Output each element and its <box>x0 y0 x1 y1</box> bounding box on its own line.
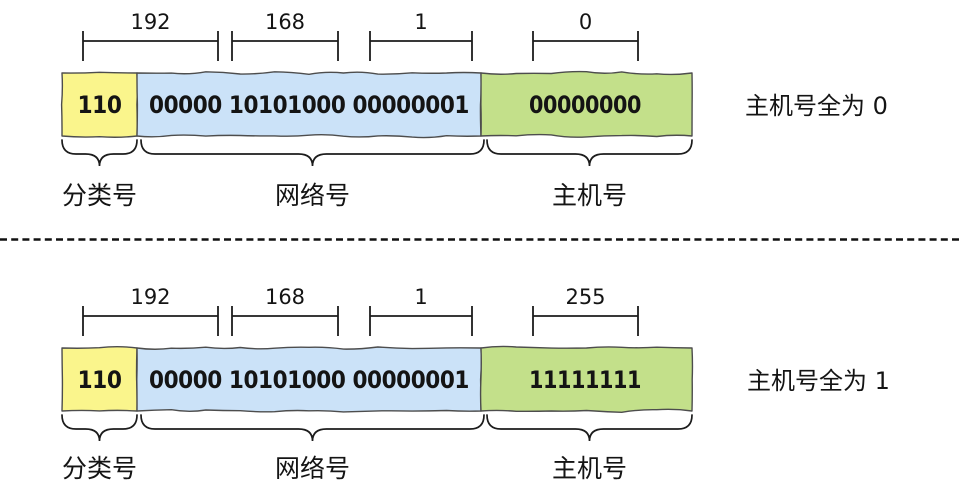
label-class-number: 分类号 <box>62 454 137 483</box>
annotation-host-all-zero: 主机号全为 0 <box>745 92 888 120</box>
network-bits: 00000 10101000 00000001 <box>149 366 469 394</box>
ruler-bracket-192 <box>82 306 219 336</box>
label-host: 主机号 <box>552 181 627 210</box>
ruler-bracket-168 <box>231 306 339 336</box>
brace-host <box>486 414 693 442</box>
ruler-value-1: 1 <box>414 285 427 309</box>
host-bits: 00000000 <box>529 91 641 119</box>
ruler-bracket-1 <box>369 31 473 61</box>
ruler-value-168: 168 <box>265 285 305 309</box>
label-network: 网络号 <box>275 454 350 483</box>
ruler-bracket-255 <box>532 306 639 336</box>
label-host: 主机号 <box>552 454 627 483</box>
ruler-value-192: 192 <box>130 285 170 309</box>
field-host <box>480 70 693 138</box>
section-network-address: 192 168 1 0 110 00000 10101000 00000001 … <box>60 10 888 210</box>
brace-network <box>140 414 485 442</box>
ruler-value-168: 168 <box>265 10 305 34</box>
class-bits: 110 <box>78 366 122 394</box>
field-host <box>479 345 694 413</box>
annotation-host-all-one: 主机号全为 1 <box>747 367 890 395</box>
network-bits: 00000 10101000 00000001 <box>149 91 469 119</box>
ruler-bracket-1 <box>369 306 473 336</box>
class-bits: 110 <box>78 91 122 119</box>
label-network: 网络号 <box>275 181 350 210</box>
section-broadcast-address: 192 168 1 255 110 00000 10101000 0000000… <box>61 285 890 483</box>
ruler-value-1: 1 <box>414 10 427 34</box>
ruler-bracket-168 <box>231 31 339 61</box>
brace-class-number <box>61 139 138 167</box>
label-class-number: 分类号 <box>62 181 137 210</box>
ruler-bracket-0 <box>532 31 639 61</box>
ruler-value-255: 255 <box>565 285 605 309</box>
ruler-value-0: 0 <box>579 10 592 34</box>
host-bits: 11111111 <box>529 366 641 394</box>
ruler-value-192: 192 <box>130 10 170 34</box>
brace-class-number <box>61 414 138 442</box>
ruler-bracket-192 <box>82 31 219 61</box>
brace-host <box>486 139 693 167</box>
brace-network <box>140 139 485 167</box>
